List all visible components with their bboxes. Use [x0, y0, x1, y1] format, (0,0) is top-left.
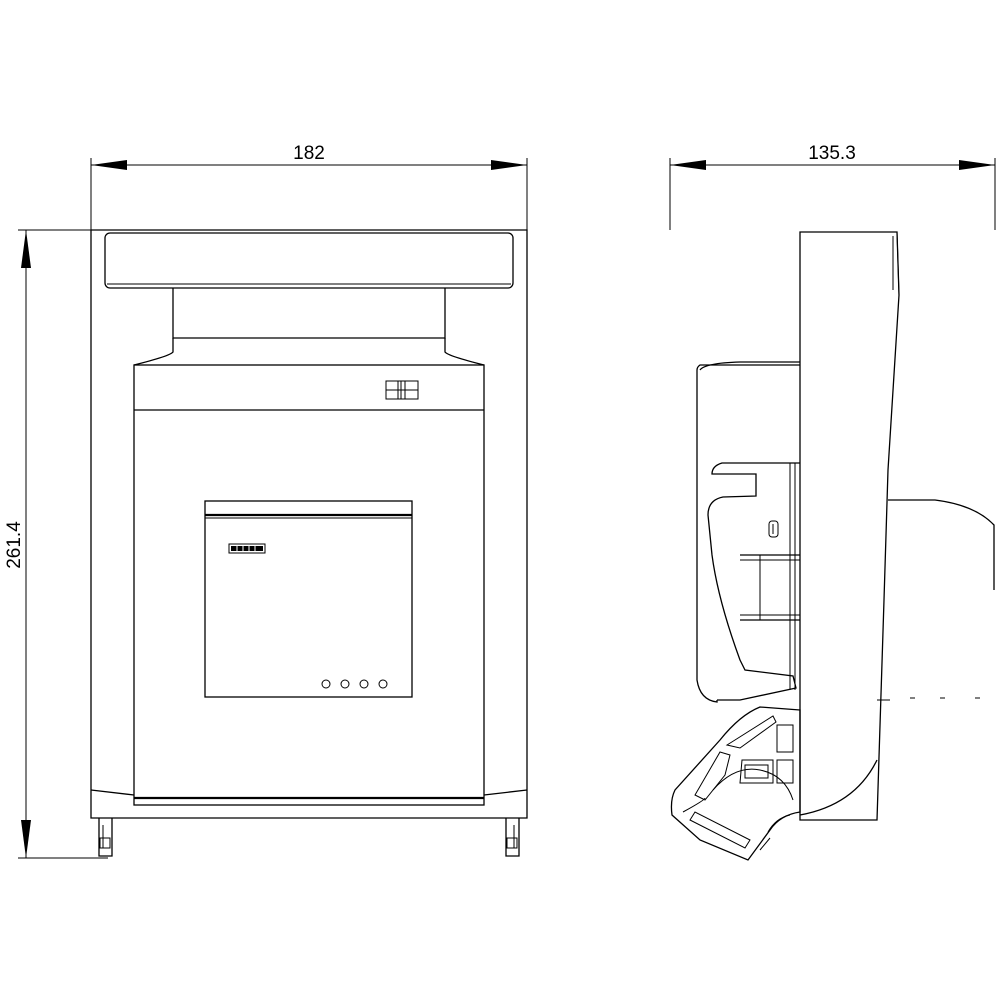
depth-dimension: 135.3 — [669, 143, 996, 230]
height-label: 261.4 — [4, 521, 25, 569]
arrow-left-icon — [91, 160, 127, 170]
slot-icon — [768, 520, 779, 538]
selector-switch-icon — [385, 380, 419, 400]
width-dimension: 182 — [90, 143, 528, 230]
front-view — [90, 229, 528, 857]
arrow-left-icon — [670, 160, 706, 170]
front-foot-right — [505, 818, 520, 857]
arrow-right-icon — [491, 160, 527, 170]
front-foot-left — [98, 818, 113, 857]
arrow-up-icon — [21, 230, 31, 268]
indicator-light-icon — [378, 679, 388, 689]
width-label: 182 — [293, 143, 325, 164]
indicator-lights — [321, 679, 388, 689]
arrow-down-icon — [21, 820, 31, 858]
indicator-light-icon — [321, 679, 331, 689]
indicator-light-icon — [340, 679, 350, 689]
logo-plate-icon — [228, 543, 266, 554]
indicator-light-icon — [359, 679, 369, 689]
side-view — [670, 231, 995, 861]
arrow-right-icon — [959, 160, 995, 170]
height-dimension: 261.4 — [4, 229, 108, 859]
depth-label: 135.3 — [808, 143, 856, 164]
